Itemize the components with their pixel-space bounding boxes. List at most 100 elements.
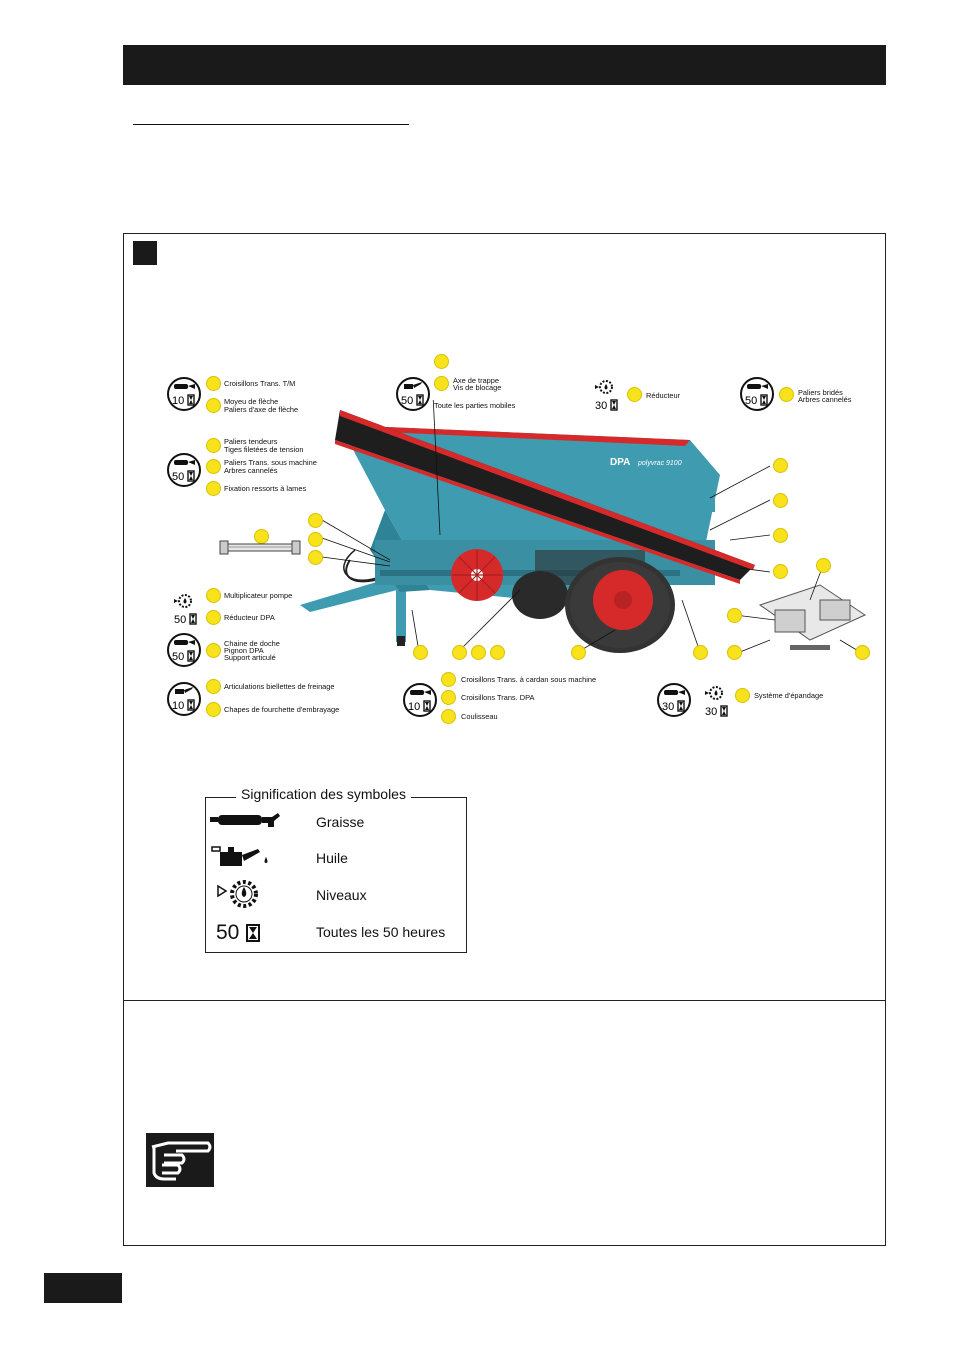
frame-divider [124,1000,886,1001]
label: Toute les parties mobiles [434,401,516,410]
label: Tiges filetées de tension [224,445,304,454]
marker-dot [434,354,449,369]
label: Paliers d'axe de flèche [224,405,299,414]
model-text: polyvrac 9100 [637,460,682,467]
label: Croisillons Trans. à cardan sous machine [461,675,597,684]
hours-label: 50 [401,395,413,407]
callout-dot [452,645,467,660]
hours-label: 50 [174,614,186,626]
callout-dot [308,513,323,528]
hours-label: 10 [172,395,184,407]
level-30h-icon: 30 [697,682,733,718]
label: Arbres cannelés [224,466,278,475]
marker-dot [441,709,456,724]
callout-dot [773,493,788,508]
hours-label: 30 [662,701,674,713]
label: Fixation ressorts à lames [224,484,307,493]
header-bar [123,45,886,85]
oil-10h-icon: 10 [166,681,202,717]
marker-dot [206,459,221,474]
label: Multiplicateur pompe [224,591,293,600]
marker-dot [441,690,456,705]
marker-dot [206,679,221,694]
heading-rule [133,124,409,125]
marker-dot [441,672,456,687]
label: Paliers bridés [798,388,843,397]
marker-dot [206,588,221,603]
marker-dot [206,376,221,391]
hourglass-icon [246,924,260,942]
marker-dot [434,376,449,391]
legend-item: Toutes les 50 heures [316,924,446,940]
shaft-drawing [219,540,301,555]
level-50h-icon: 50 [166,590,202,626]
grease-30h-icon: 30 [656,682,692,718]
section-marker [133,241,157,265]
level-gear-icon [217,880,258,908]
figure-frame [123,233,886,1246]
callout-dot [773,564,788,579]
callout-dot [773,528,788,543]
pointing-hand-icon [151,1141,212,1181]
callout-dot [571,645,586,660]
marker-dot [206,643,221,658]
label: Axe de trappe [453,376,500,385]
marker-dot [206,610,221,625]
hours-label: 10 [172,700,184,712]
label: Chapes de fourchette d'embrayage [224,705,340,714]
marker-dot [206,398,221,413]
grease-50h-icon: 50 [739,376,775,412]
marker-dot [206,702,221,717]
callout-dot [308,550,323,565]
label: Support articulé [224,653,276,662]
hours-label: 30 [595,400,607,412]
label: Croisillons Trans. DPA [461,693,535,702]
label: Réducteur [646,391,681,400]
marker-dot [627,387,642,402]
callout-dot [773,458,788,473]
label: Système d'épandage [754,691,824,700]
label: Coulisseau [461,712,498,721]
marker-dot [206,481,221,496]
callout-dot [727,645,742,660]
hours-label: 50 [172,471,184,483]
label: Réducteur DPA [224,613,275,622]
marker-dot [206,438,221,453]
callout-dot [816,558,831,573]
label: Croisillons Trans. T/M [224,379,296,388]
spreader-illustration: DPA polyvrac 9100 [300,400,867,653]
callout-dot [727,608,742,623]
label: Paliers Trans. sous machine [224,458,317,467]
note-box [146,1133,214,1187]
grease-50h-icon: 50 [166,452,202,488]
brand-text: DPA [610,457,630,468]
hours-label: 50 [172,651,184,663]
grease-gun-icon [210,813,280,827]
callout-dot [693,645,708,660]
label: Chaine de doche [224,639,280,648]
legend-item: Niveaux [316,887,367,903]
hours-label: 10 [408,701,420,713]
hours-label: 50 [745,395,757,407]
oil-50h-icon: 50 [395,376,431,412]
callout-dot [490,645,505,660]
label: Articulations biellettes de freinage [224,682,335,691]
level-30h-icon: 30 [587,376,623,412]
legend-item: Huile [316,850,348,866]
label: Paliers tendeurs [224,437,278,446]
callout-dot [308,532,323,547]
hours-label: 30 [705,706,717,718]
callout-dot [413,645,428,660]
page-number-tab [44,1273,122,1303]
callout-dot [855,645,870,660]
legend-item: Graisse [316,814,365,830]
marker-dot [735,688,750,703]
legend-title: Signification des symboles [236,786,411,802]
legend-hours: 50 [216,921,240,944]
label: Vis de blocage [453,383,502,392]
grease-10h-icon: 10 [166,376,202,412]
callout-dot [471,645,486,660]
label: Moyeu de flèche [224,397,279,406]
label: Arbres cannelés [798,395,852,404]
grease-10h-icon: 10 [402,682,438,718]
